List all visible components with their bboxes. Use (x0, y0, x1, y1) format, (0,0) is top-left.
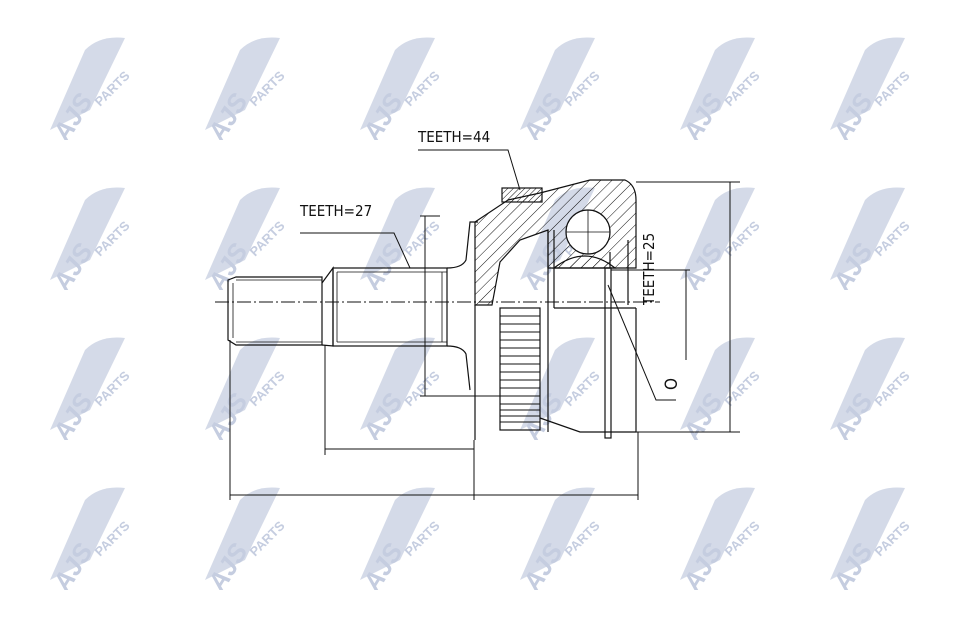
teeth-inner-label: TEETH=25 (640, 232, 658, 305)
ajs-parts-watermark: AJS PARTS (500, 480, 620, 597)
ajs-parts-watermark: AJS PARTS (660, 30, 780, 147)
ajs-parts-watermark: AJS PARTS (340, 30, 460, 147)
ajs-parts-watermark: AJS PARTS (810, 330, 930, 447)
ajs-parts-watermark: AJS PARTS (660, 480, 780, 597)
teeth-outer-label: TEETH=44 (418, 128, 491, 146)
ajs-parts-watermark: AJS PARTS (660, 330, 780, 447)
ajs-parts-watermark: AJS PARTS (660, 180, 780, 297)
ajs-parts-watermark: AJS PARTS (810, 180, 930, 297)
ajs-parts-watermark: AJS PARTS (500, 330, 620, 447)
ajs-parts-watermark: AJS PARTS (340, 330, 460, 447)
ajs-parts-watermark: AJS PARTS (185, 30, 305, 147)
teeth-shaft-label: TEETH=27 (300, 202, 373, 220)
ajs-parts-watermark: AJS PARTS (30, 330, 150, 447)
ajs-parts-watermark: AJS PARTS (185, 480, 305, 597)
ajs-parts-watermark: AJS PARTS (30, 30, 150, 147)
ajs-parts-watermark: AJS PARTS (30, 180, 150, 297)
o-ring-label: O (662, 377, 682, 390)
ajs-parts-watermark: AJS PARTS (500, 30, 620, 147)
ajs-parts-watermark: AJS PARTS (810, 480, 930, 597)
ajs-parts-watermark: AJS PARTS (810, 30, 930, 147)
ajs-parts-watermark: AJS PARTS (185, 330, 305, 447)
ajs-parts-watermark: AJS PARTS (340, 180, 460, 297)
ajs-parts-watermark: AJS PARTS (30, 480, 150, 597)
ajs-parts-watermark: AJS PARTS (340, 480, 460, 597)
